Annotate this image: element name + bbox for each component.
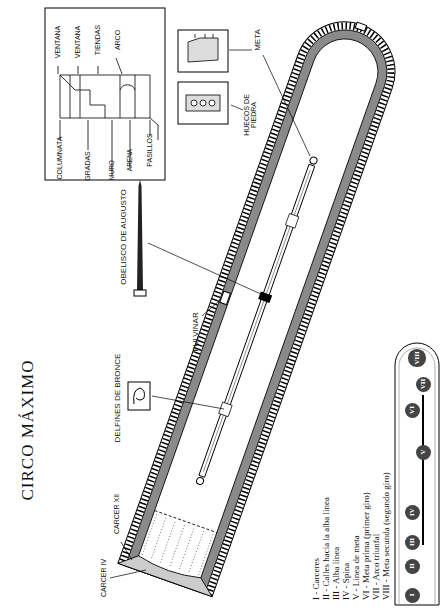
legend-line: VIII - Meta secunda (segundo giro) <box>382 472 391 600</box>
part-label: CARCER XII <box>113 494 120 534</box>
callout-circle: VII <box>416 377 431 392</box>
part-label: PULVINAR <box>192 312 200 351</box>
legend-line: I - Carceres <box>312 558 321 600</box>
callout-number: VI <box>408 406 416 414</box>
part-label: OBELISCO DE AUGUSTO <box>120 189 128 284</box>
part-label: ARCO <box>114 30 121 50</box>
part-label: META <box>254 29 262 51</box>
callout-circle: I <box>405 588 420 603</box>
callout-number: IV <box>408 508 416 516</box>
callout-circle: III <box>405 535 420 550</box>
callout-number: I <box>408 594 416 597</box>
callout-number: II <box>408 563 416 568</box>
legend-line: II - Calles hacia la alba linea <box>322 497 331 600</box>
part-label: ARENA <box>127 149 134 171</box>
part-label: PASILLOS <box>146 133 153 166</box>
callout-circle: II <box>405 559 420 574</box>
callout-number: III <box>408 538 416 546</box>
part-label: CARCER IV <box>100 559 107 597</box>
legend-line: VII - Arco triunfal <box>372 534 381 600</box>
part-label: VENTANA <box>74 26 81 59</box>
callout-circle: IV <box>405 505 420 520</box>
part-label: HUECOS DE PIEDRA <box>243 94 258 136</box>
callout-number: VII <box>419 379 427 390</box>
callout-circle: V <box>416 445 431 460</box>
legend-line: V - Linea de meta <box>352 535 361 600</box>
part-label: DELFINES DE BRONCE <box>114 354 122 443</box>
legend-line: III - Alba linea <box>332 547 341 600</box>
callout-number: VIII <box>413 351 421 364</box>
callout-circle: VI <box>405 403 420 418</box>
callout-number: V <box>419 449 427 454</box>
part-label: TIENDAS <box>94 25 101 55</box>
part-label: COLUMNATA <box>56 137 63 180</box>
legend-line: VI - Meta prima (primer giro) <box>362 492 371 600</box>
part-label: VENTANA <box>54 26 61 59</box>
callout-circle: VIII <box>408 349 425 366</box>
diagram-title: CIRCO MÁXIMO <box>18 360 38 501</box>
part-label: GRADAS <box>84 151 91 181</box>
legend-line: IV - Spina <box>342 563 351 600</box>
part-label: MURO <box>109 160 116 180</box>
